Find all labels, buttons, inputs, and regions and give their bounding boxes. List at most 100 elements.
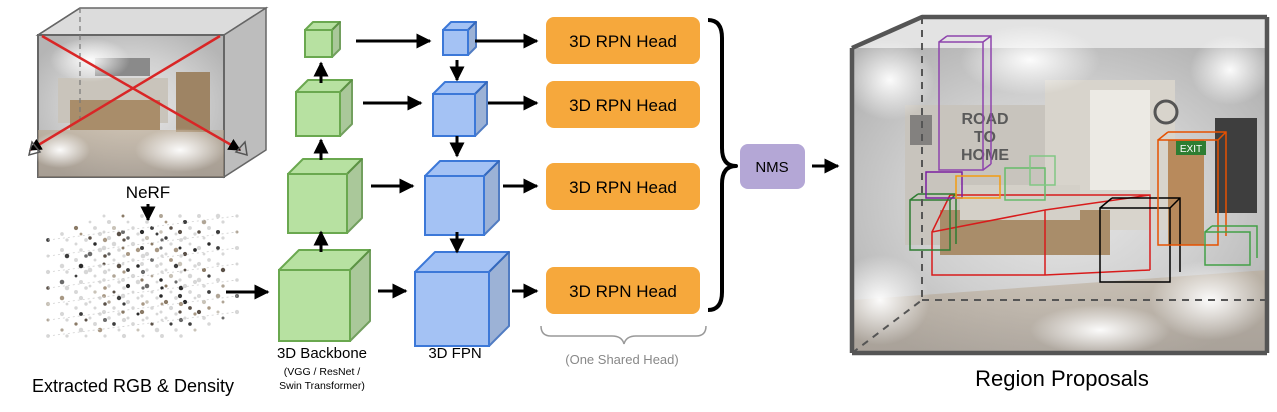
voxel-dot (111, 225, 117, 231)
voxel-dot (139, 229, 145, 235)
region-proposals-room: ROAD TO HOME EXIT (830, 14, 1270, 356)
voxel-grid (45, 213, 240, 339)
voxel-dot (74, 274, 78, 278)
voxel-dot (125, 251, 131, 257)
voxel-dot (188, 258, 192, 262)
voxel-dot (141, 302, 145, 306)
voxel-dot (202, 252, 206, 256)
rpn-head-3: 3D RPN Head (546, 163, 700, 210)
voxel-dot (154, 247, 160, 253)
voxel-dot (159, 214, 163, 218)
stack-arrows (313, 33, 539, 299)
voxel-dot (140, 294, 144, 298)
voxel-dot (140, 246, 144, 250)
voxel-dot (93, 322, 97, 326)
voxel-dot (103, 302, 107, 306)
voxel-dot (145, 300, 149, 304)
voxel-dot (188, 242, 192, 246)
voxel-dot (178, 301, 184, 307)
voxel-dot (196, 293, 202, 299)
voxel-dot (160, 318, 164, 322)
voxel-dot (74, 306, 78, 310)
voxel-dot (174, 296, 178, 300)
rpn-head-1: 3D RPN Head (546, 17, 700, 64)
backbone-cube-2 (295, 79, 353, 137)
nerf-room (27, 6, 269, 179)
voxel-dot (93, 290, 97, 294)
voxel-dot (164, 252, 168, 256)
voxel-dot (88, 300, 92, 304)
voxel-dot (121, 262, 125, 266)
nms-label: NMS (755, 159, 788, 176)
voxel-dot (60, 248, 64, 252)
voxel-dot (126, 268, 130, 272)
voxel-dot (178, 285, 184, 291)
voxel-dot (182, 219, 188, 225)
voxel-dot (221, 252, 225, 256)
voxel-dot (201, 267, 207, 273)
voxel-dot (221, 316, 225, 320)
voxel-dot (87, 267, 93, 273)
voxel-dot (136, 232, 140, 236)
voxel-dot (179, 254, 183, 258)
voxel-dot (141, 286, 145, 290)
voxel-dot (88, 284, 92, 288)
voxel-dot (122, 286, 126, 290)
voxel-dot (221, 284, 225, 288)
voxel-dot (144, 251, 150, 257)
voxel-dot (122, 302, 126, 306)
voxel-dot (183, 316, 187, 320)
voxel-dot (98, 280, 102, 284)
voxel-dot (164, 268, 168, 272)
voxel-dot (107, 252, 111, 256)
voxel-dot (102, 237, 108, 243)
voxel-dot (173, 263, 179, 269)
voxel-dot (121, 230, 125, 234)
voxel-dot (155, 296, 159, 300)
voxel-dot (98, 264, 102, 268)
fpn-label: 3D FPN (428, 345, 481, 362)
voxel-dot (121, 333, 127, 339)
voxel-dot (112, 274, 116, 278)
voxel-dot (106, 219, 112, 225)
heads-brace (707, 18, 738, 312)
voxel-dot (168, 273, 174, 279)
voxel-dot (122, 238, 126, 242)
voxel-dot (150, 274, 154, 278)
voxel-dot (150, 242, 154, 246)
voxel-dot (155, 264, 159, 268)
voxel-dot (201, 299, 207, 305)
rpn-head-label: 3D RPN Head (569, 32, 677, 51)
voxel-dot (183, 236, 187, 240)
voxel-dot (135, 279, 141, 285)
voxel-dot (207, 306, 211, 310)
voxel-dot (202, 316, 206, 320)
voxel-dot (120, 293, 126, 299)
voxel-dot (106, 235, 112, 241)
voxel-dot (160, 270, 164, 274)
voxel-dot (160, 238, 164, 242)
exit-sign-text: EXIT (1180, 144, 1202, 155)
voxel-dot (216, 262, 220, 266)
wall-sign-text: TO (974, 129, 996, 146)
voxel-dot (163, 299, 169, 305)
voxel-dot (102, 214, 106, 218)
wall-sign-text: ROAD (961, 111, 1008, 128)
voxel-dot (59, 295, 65, 301)
voxel-dot (74, 258, 78, 262)
voxel-dot (159, 246, 163, 250)
voxel-dot (140, 278, 144, 282)
voxel-dot (112, 306, 116, 310)
voxel-dot (182, 283, 188, 289)
voxel-dot (65, 334, 69, 338)
voxel-dot (107, 316, 111, 320)
voxel-dot (169, 226, 173, 230)
voxel-dot (65, 238, 69, 242)
voxel-dot (187, 273, 193, 279)
voxel-dot (197, 230, 201, 234)
rpn-head-4: 3D RPN Head (546, 267, 700, 314)
voxel-dot (125, 283, 131, 289)
voxel-dot (97, 231, 103, 237)
voxel-dot (112, 258, 116, 262)
